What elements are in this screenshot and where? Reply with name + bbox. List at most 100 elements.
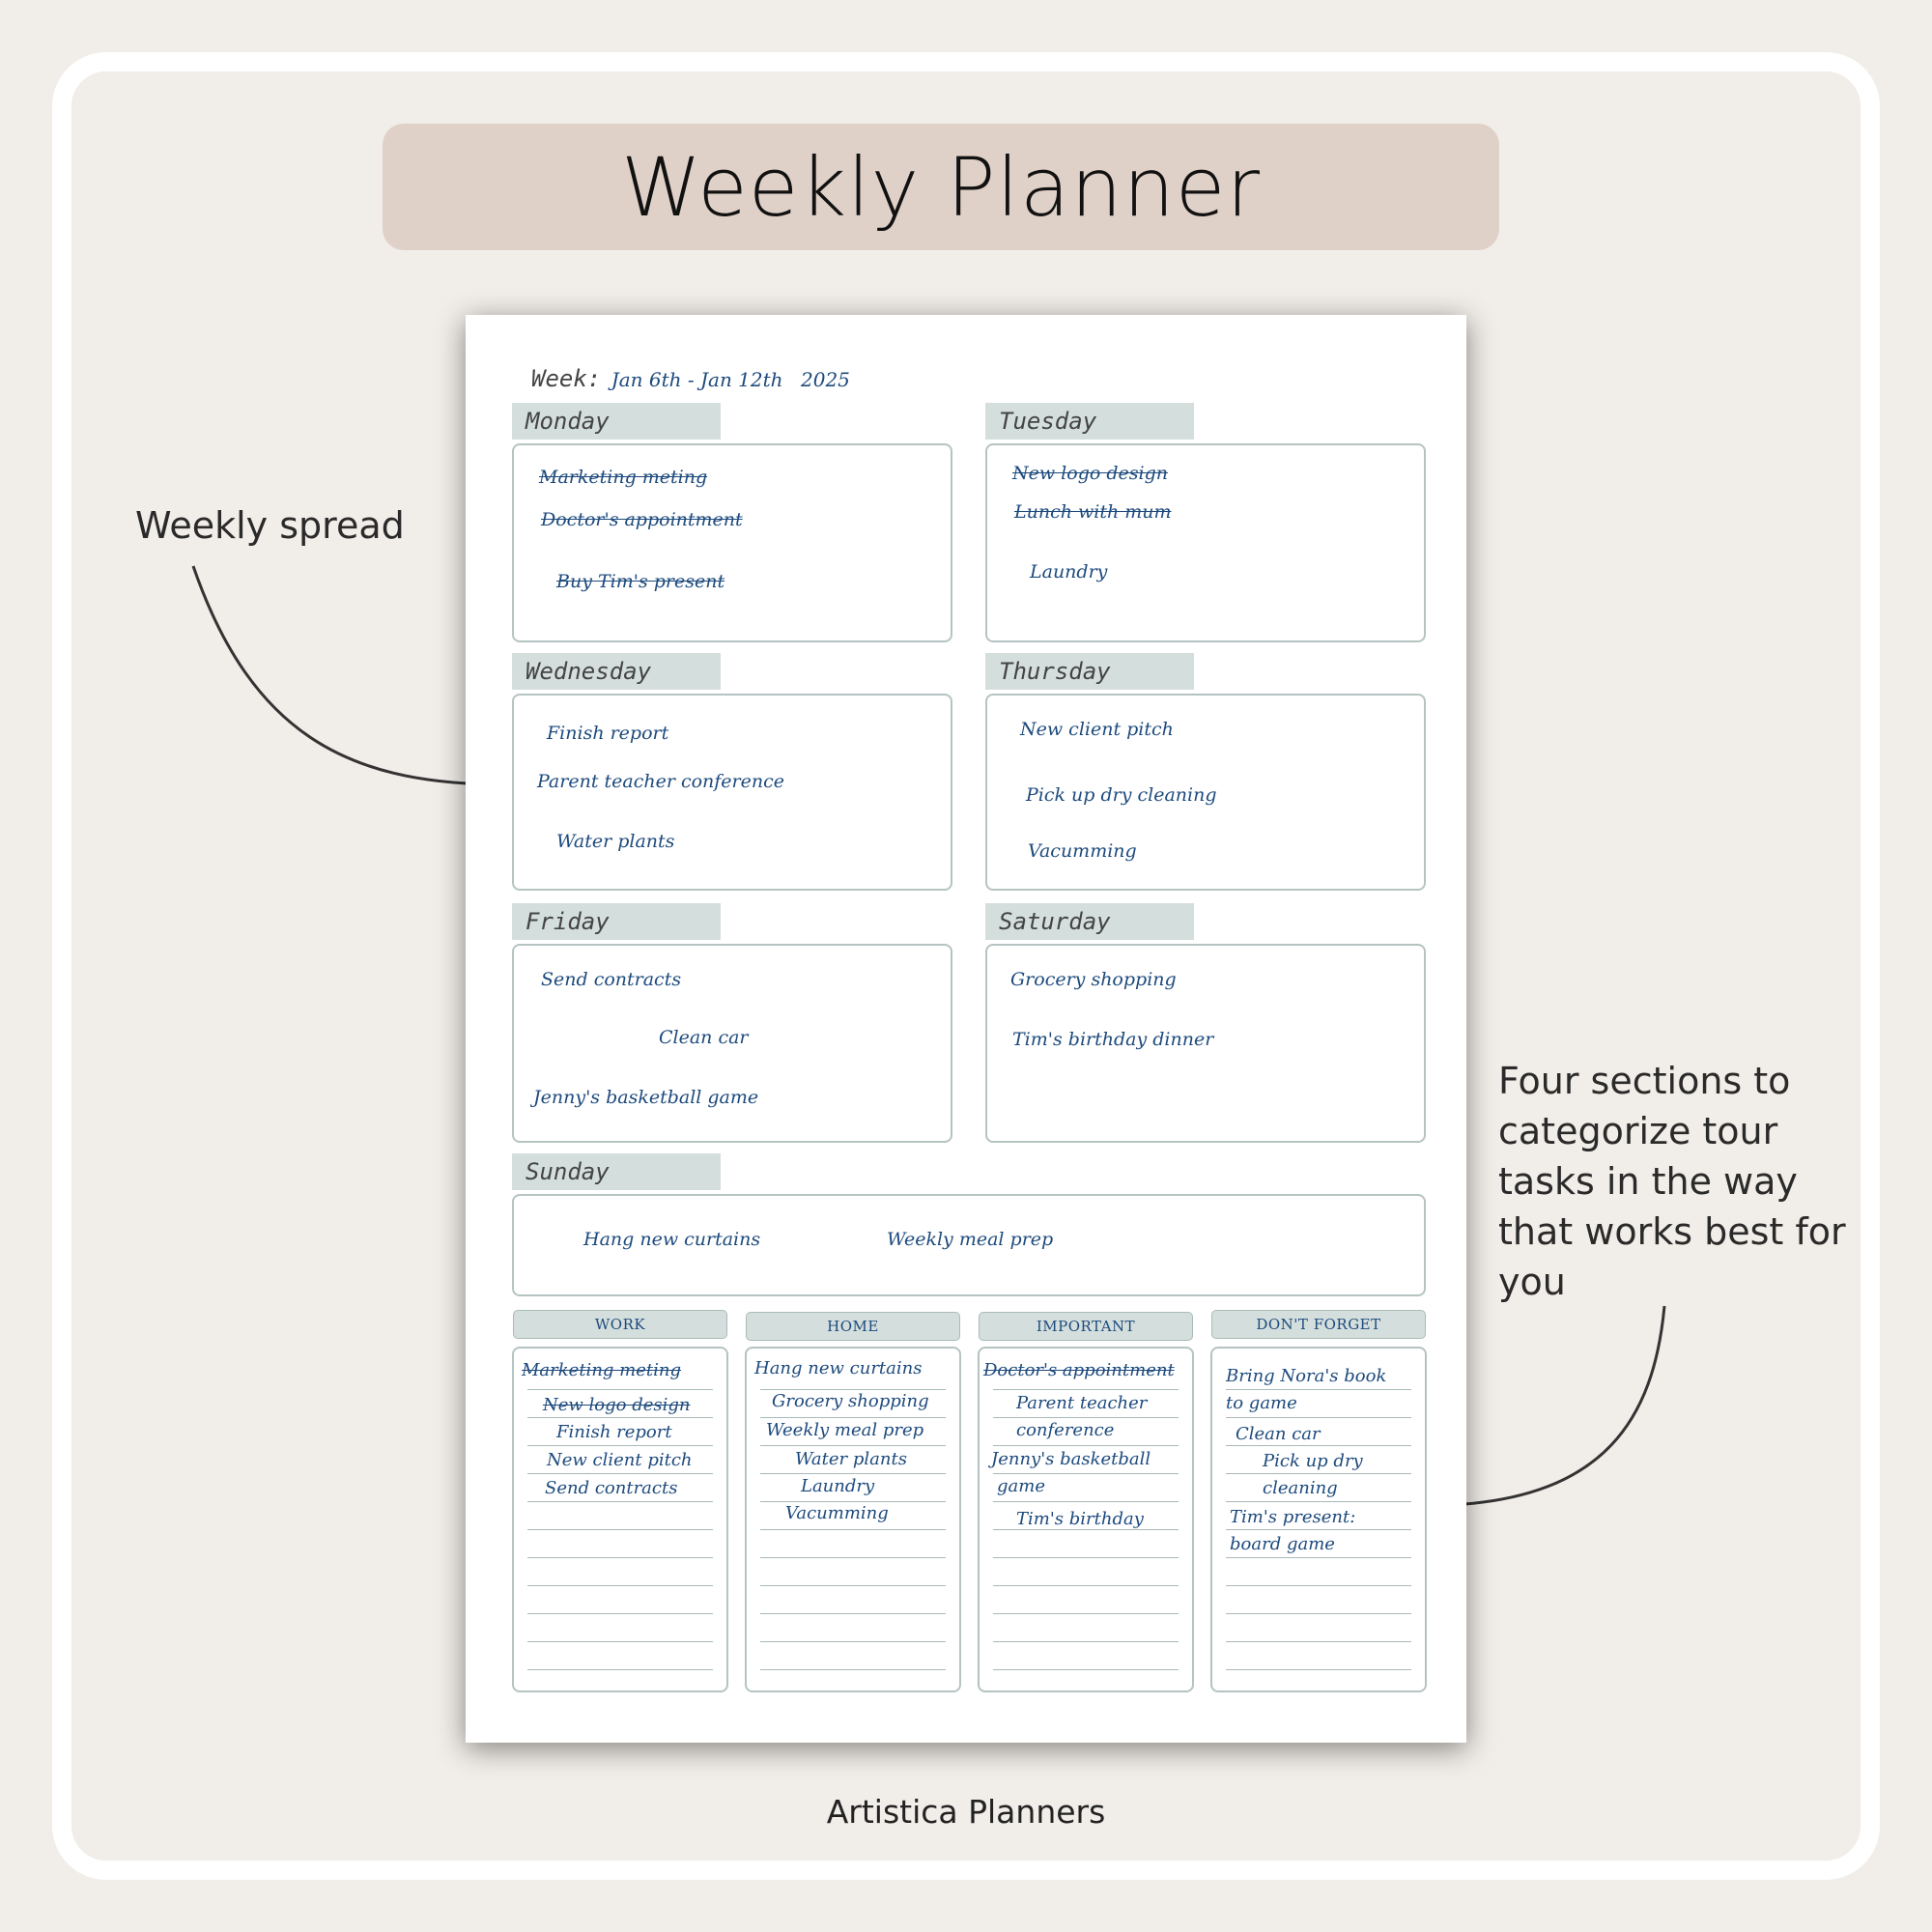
category-item: conference (1016, 1420, 1115, 1440)
category-item: Pick up dry (1263, 1451, 1363, 1471)
ruled-line (527, 1613, 713, 1614)
ruled-line (993, 1529, 1179, 1530)
category-item: board game (1230, 1534, 1335, 1554)
category-item: New logo design (543, 1395, 691, 1415)
task-item: Vacumming (1028, 840, 1137, 862)
category-item: Jenny's basketball (991, 1449, 1151, 1469)
category-item: Grocery shopping (772, 1391, 929, 1411)
four-sections-line: that works best for (1498, 1210, 1846, 1253)
page-title: Weekly Planner (620, 139, 1262, 235)
day-box-saturday[interactable]: Grocery shopping Tim's birthday dinner (985, 944, 1426, 1143)
category-item: Water plants (795, 1449, 907, 1469)
ruled-line (1226, 1473, 1411, 1474)
day-tab-sunday: Sunday (512, 1153, 721, 1190)
week-label: Week: (531, 365, 602, 392)
day-box-thursday[interactable]: New client pitch Pick up dry cleaning Va… (985, 694, 1426, 891)
task-item: Doctor's appointment (541, 509, 743, 530)
day-tab-monday: Monday (512, 403, 721, 440)
ruled-line (527, 1501, 713, 1502)
ruled-line (760, 1669, 946, 1670)
ruled-line (760, 1417, 946, 1418)
category-item: Laundry (801, 1476, 875, 1496)
category-item: Finish report (556, 1422, 672, 1442)
task-item: Finish report (547, 723, 669, 744)
ruled-line (527, 1557, 713, 1558)
category-tab-home: HOME (746, 1312, 960, 1341)
day-box-wednesday[interactable]: Finish report Parent teacher conference … (512, 694, 952, 891)
ruled-line (1226, 1557, 1411, 1558)
ruled-line (760, 1389, 946, 1390)
week-row: Week: Jan 6th - Jan 12th 2025 (531, 365, 850, 392)
category-item: Tim's present: (1230, 1507, 1356, 1527)
task-item: Parent teacher conference (537, 771, 784, 792)
category-box-dont-forget[interactable]: Bring Nora's book to game Clean car Pick… (1210, 1347, 1427, 1692)
brand-footer: Artistica Planners (826, 1793, 1106, 1831)
ruled-line (1226, 1501, 1411, 1502)
day-box-monday[interactable]: Marketing meting Doctor's appointment Bu… (512, 443, 952, 642)
day-tab-friday: Friday (512, 903, 721, 940)
day-box-tuesday[interactable]: New logo design Lunch with mum Laundry (985, 443, 1426, 642)
category-box-important[interactable]: Doctor's appointment Parent teacher conf… (978, 1347, 1194, 1692)
ruled-line (760, 1501, 946, 1502)
ruled-line (993, 1473, 1179, 1474)
task-item: Marketing meting (539, 467, 708, 488)
task-item: Grocery shopping (1010, 969, 1177, 990)
day-tab-saturday: Saturday (985, 903, 1194, 940)
ruled-line (993, 1389, 1179, 1390)
ruled-line (1226, 1417, 1411, 1418)
outer-frame (52, 52, 1880, 1880)
category-item: to game (1226, 1393, 1297, 1413)
ruled-line (527, 1389, 713, 1390)
ruled-line (993, 1613, 1179, 1614)
category-item: Tim's birthday (1016, 1509, 1144, 1529)
task-item: Lunch with mum (1014, 501, 1172, 523)
ruled-line (760, 1557, 946, 1558)
task-item: Clean car (659, 1027, 749, 1048)
category-box-home[interactable]: Hang new curtains Grocery shopping Weekl… (745, 1347, 961, 1692)
planner-page: Week: Jan 6th - Jan 12th 2025 Monday Mar… (466, 315, 1466, 1743)
ruled-line (1226, 1613, 1411, 1614)
ruled-line (1226, 1669, 1411, 1670)
day-box-sunday[interactable]: Hang new curtains Weekly meal prep (512, 1194, 1426, 1296)
task-item: New logo design (1012, 463, 1168, 484)
ruled-line (527, 1529, 713, 1530)
category-box-work[interactable]: Marketing meting New logo design Finish … (512, 1347, 728, 1692)
ruled-line (1226, 1445, 1411, 1446)
ruled-line (993, 1417, 1179, 1418)
ruled-line (527, 1417, 713, 1418)
ruled-line (527, 1473, 713, 1474)
category-item: Hang new curtains (754, 1358, 923, 1378)
task-item: Send contracts (541, 969, 682, 990)
category-item: Weekly meal prep (766, 1420, 924, 1440)
ruled-line (1226, 1641, 1411, 1642)
task-item: Pick up dry cleaning (1026, 784, 1217, 806)
category-item: Bring Nora's book (1226, 1366, 1387, 1386)
category-tab-work: WORK (513, 1310, 727, 1339)
four-sections-line: Four sections to (1498, 1060, 1791, 1102)
ruled-line (527, 1669, 713, 1670)
week-year: 2025 (801, 368, 850, 391)
task-item: Hang new curtains (583, 1229, 761, 1250)
ruled-line (993, 1641, 1179, 1642)
day-box-friday[interactable]: Send contracts Clean car Jenny's basketb… (512, 944, 952, 1143)
category-item: Marketing meting (522, 1360, 681, 1380)
four-sections-line: tasks in the way (1498, 1160, 1798, 1203)
ruled-line (760, 1641, 946, 1642)
four-sections-line: categorize tour (1498, 1110, 1778, 1152)
ruled-line (760, 1585, 946, 1586)
four-sections-line: you (1498, 1261, 1566, 1303)
day-tab-tuesday: Tuesday (985, 403, 1194, 440)
ruled-line (760, 1473, 946, 1474)
ruled-line (993, 1557, 1179, 1558)
ruled-line (1226, 1585, 1411, 1586)
task-item: Tim's birthday dinner (1012, 1029, 1214, 1050)
day-tab-thursday: Thursday (985, 653, 1194, 690)
category-item: New client pitch (547, 1450, 693, 1470)
ruled-line (760, 1529, 946, 1530)
task-item: Water plants (556, 831, 675, 852)
task-item: Weekly meal prep (887, 1229, 1054, 1250)
ruled-line (993, 1445, 1179, 1446)
week-range: Jan 6th - Jan 12th (611, 368, 783, 391)
category-item: Vacumming (785, 1503, 889, 1523)
ruled-line (993, 1501, 1179, 1502)
